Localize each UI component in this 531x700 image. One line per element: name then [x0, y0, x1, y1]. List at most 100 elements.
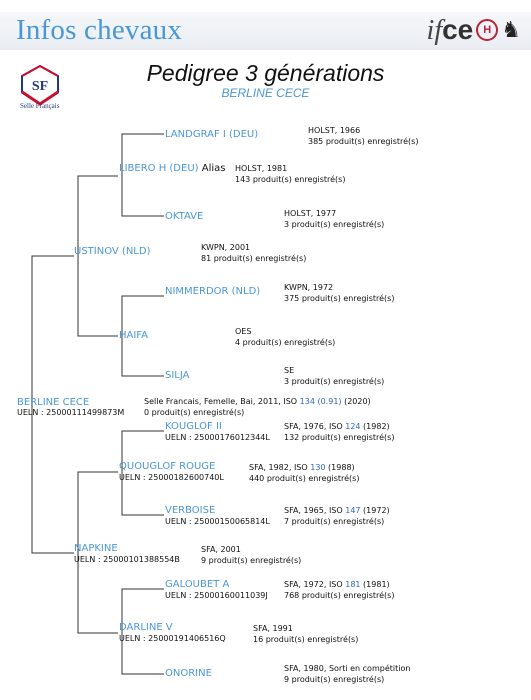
horse-info-napkine: SFA, 2001 9 produit(s) enregistré(s): [201, 544, 301, 566]
iso-link[interactable]: 124: [345, 422, 361, 431]
horse-info-libero: HOLST, 1981 143 produit(s) enregistré(s): [235, 163, 345, 185]
horse-link-quouglof[interactable]: QUOUGLOF ROUGE: [119, 461, 216, 472]
sf-logo-initials: SF: [32, 79, 48, 94]
breed-year: HOLST, 1966: [308, 126, 361, 135]
horse-link-galoubet[interactable]: GALOUBET A: [165, 579, 230, 590]
galoubet-ueln: UELN : 25000160011039J: [165, 591, 268, 600]
horse-emblem-icon: ♞: [501, 17, 521, 43]
horse-link-berline[interactable]: BERLINE CECE: [17, 397, 90, 408]
alias-label: Alias: [201, 163, 226, 174]
quouglof-ueln: UELN : 25000182600740L: [119, 473, 224, 482]
horse-info-kouglof: SFA, 1976, ISO 124 (1982) 132 produit(s)…: [284, 421, 394, 443]
iso-link[interactable]: 134 (0.91): [299, 397, 342, 406]
offspring-count: 9 produit(s) enregistré(s): [284, 675, 385, 684]
iso-link[interactable]: 147: [345, 506, 361, 515]
offspring-count: 7 produit(s) enregistré(s): [284, 517, 385, 526]
horse-info-quouglof: SFA, 1982, ISO 130 (1988) 440 produit(s)…: [249, 462, 359, 484]
subject-ueln: UELN : 25000111499873M: [17, 408, 125, 417]
horse-link-verboise[interactable]: VERBOISE: [165, 505, 216, 516]
horse-link-landgraf[interactable]: LANDGRAF I (DEU): [165, 129, 259, 140]
connector-darline-sire: [121, 588, 164, 633]
horse-link-napkine[interactable]: NAPKINE: [74, 543, 118, 554]
offspring-count: 132 produit(s) enregistré(s): [284, 433, 395, 442]
horse-info-verboise: SFA, 1965, ISO 147 (1972) 7 produit(s) e…: [284, 505, 390, 527]
connector-quouglof-dam: [121, 472, 164, 516]
offspring-count: 9 produit(s) enregistré(s): [201, 556, 302, 565]
offspring-count: 375 produit(s) enregistré(s): [284, 294, 395, 303]
site-title[interactable]: Infos chevaux: [16, 14, 183, 46]
horse-link-ustinov[interactable]: USTINOV (NLD): [74, 246, 151, 257]
breed-year: SE: [284, 366, 295, 375]
breed-year: SFA, 2001: [201, 545, 241, 554]
horse-link-darline[interactable]: DARLINE V: [119, 622, 173, 633]
horse-link-libero[interactable]: LIBERO H (DEU) Alias: [119, 163, 225, 174]
breed-year-iso: SFA, 1982, ISO 130 (1988): [249, 463, 355, 472]
breed-year: KWPN, 2001: [201, 243, 251, 252]
breed-year: SFA, 1991: [253, 624, 293, 633]
horse-info-onorine: SFA, 1980, Sorti en compétition 9 produi…: [284, 663, 410, 685]
breed-year-iso: Selle Francais, Femelle, Bai, 2011, ISO …: [144, 397, 371, 406]
horse-info-berline: Selle Francais, Femelle, Bai, 2011, ISO …: [144, 396, 371, 418]
offspring-count: 440 produit(s) enregistré(s): [249, 474, 360, 483]
horse-info-landgraf: HOLST, 1966 385 produit(s) enregistré(s): [308, 125, 418, 147]
selle-francais-logo-icon: SF: [21, 64, 59, 106]
connector-sire-sire: [77, 175, 118, 256]
horse-link-onorine[interactable]: ONORINE: [165, 668, 212, 679]
horse-link-haifa[interactable]: HAIFA: [119, 330, 148, 341]
offspring-count: 4 produit(s) enregistré(s): [235, 338, 336, 347]
breed-year: HOLST, 1977: [284, 209, 337, 218]
iso-link[interactable]: 181: [345, 580, 361, 589]
breed-year-iso: SFA, 1976, ISO 124 (1982): [284, 422, 390, 431]
horse-link-oktave[interactable]: OKTAVE: [165, 211, 204, 222]
offspring-count: 143 produit(s) enregistré(s): [235, 175, 346, 184]
breed-year: SFA, 1980, Sorti en compétition: [284, 664, 411, 673]
connector-dam-dam: [77, 553, 118, 634]
offspring-count: 3 produit(s) enregistré(s): [284, 377, 385, 386]
sf-logo-caption: Selle Français: [20, 102, 60, 110]
breed-year: OES: [235, 327, 252, 336]
haras-emblem-icon: H: [476, 19, 499, 41]
horse-info-nimmerdor: KWPN, 1972 375 produit(s) enregistré(s): [284, 282, 394, 304]
connector-haifa-sire: [121, 295, 164, 336]
iso-link[interactable]: 130: [310, 463, 326, 472]
connector-libero-sire: [121, 133, 164, 176]
offspring-count: 0 produit(s) enregistré(s): [144, 408, 245, 417]
horse-info-galoubet: SFA, 1972, ISO 181 (1981) 768 produit(s)…: [284, 579, 394, 601]
horse-info-silja: SE 3 produit(s) enregistré(s): [284, 365, 384, 387]
horse-link-kouglof[interactable]: KOUGLOF II: [165, 421, 222, 432]
connector-dam-sire: [77, 471, 118, 553]
ifce-logo-ce: ce: [442, 13, 474, 45]
page-title: Pedigree 3 générations: [146, 60, 385, 86]
ifce-logo[interactable]: ifce H ♞: [426, 13, 521, 46]
connector-sire-dam: [77, 256, 118, 337]
horse-info-oktave: HOLST, 1977 3 produit(s) enregistré(s): [284, 208, 384, 230]
ifce-logo-if: if: [426, 14, 443, 46]
connector-subject-sire: [31, 255, 74, 398]
offspring-count: 81 produit(s) enregistré(s): [201, 254, 307, 263]
verboise-ueln: UELN : 25000150065814L: [165, 517, 270, 526]
breed-year-iso: SFA, 1972, ISO 181 (1981): [284, 580, 390, 589]
offspring-count: 3 produit(s) enregistré(s): [284, 220, 385, 229]
horse-link-silja[interactable]: SILJA: [165, 370, 190, 381]
darline-ueln: UELN : 25000191406516Q: [119, 634, 226, 643]
breed-year: HOLST, 1981: [235, 164, 288, 173]
connector-subject-dam: [31, 398, 74, 554]
breed-year-iso: SFA, 1965, ISO 147 (1972): [284, 506, 390, 515]
connector-haifa-dam: [121, 336, 164, 377]
horse-link-nimmerdor[interactable]: NIMMERDOR (NLD): [165, 286, 261, 297]
offspring-count: 16 produit(s) enregistré(s): [253, 635, 359, 644]
connector-libero-dam: [121, 176, 164, 217]
napkine-ueln: UELN : 25000101388554B: [74, 555, 180, 564]
connector-quouglof-sire: [121, 430, 164, 472]
connector-darline-dam: [121, 633, 164, 675]
horse-info-ustinov: KWPN, 2001 81 produit(s) enregistré(s): [201, 242, 306, 264]
horse-info-darline: SFA, 1991 16 produit(s) enregistré(s): [253, 623, 358, 645]
horse-subtitle: BERLINE CECE: [221, 86, 310, 100]
breed-year: KWPN, 1972: [284, 283, 334, 292]
header-band: [0, 12, 531, 50]
kouglof-ueln: UELN : 25000176012344L: [165, 433, 270, 442]
horse-name[interactable]: LIBERO H (DEU): [119, 163, 199, 174]
offspring-count: 385 produit(s) enregistré(s): [308, 137, 419, 146]
horse-info-haifa: OES 4 produit(s) enregistré(s): [235, 326, 335, 348]
